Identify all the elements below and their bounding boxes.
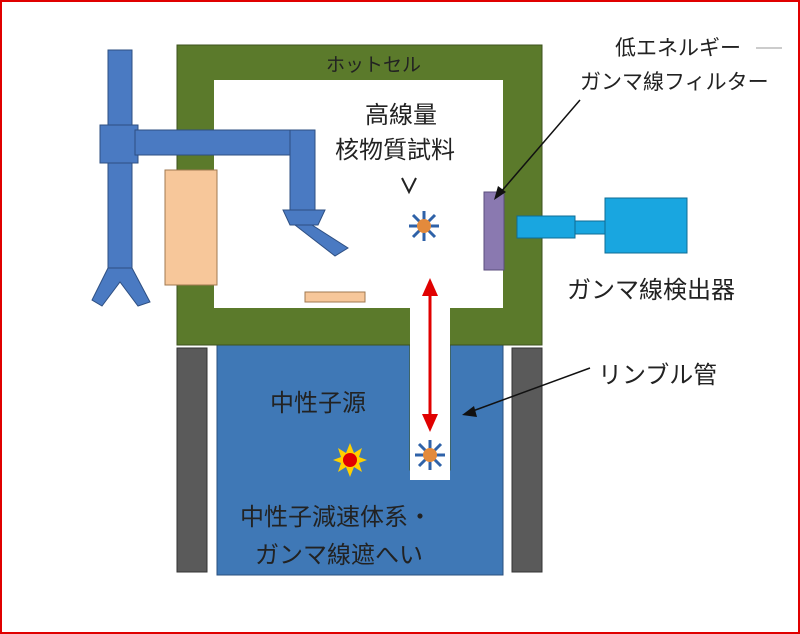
sample-label-line1: 高線量 <box>365 101 437 129</box>
left-pillar <box>176 347 208 573</box>
moderator-label-line2: ガンマ線遮へい <box>255 541 423 569</box>
gamma-detector <box>516 197 688 254</box>
sample-in-cell-icon <box>409 211 439 241</box>
neutron-source-icon <box>333 443 367 477</box>
filter-leader-line <box>494 99 581 200</box>
filter-label-line2: ガンマ線フィルター <box>580 70 769 94</box>
sample-tray <box>304 291 366 303</box>
sample-label-line2: 核物質試料 <box>335 136 455 164</box>
detector-label: ガンマ線検出器 <box>567 276 735 304</box>
shielding-window <box>164 169 218 286</box>
manipulator-arm <box>91 49 349 307</box>
neutron-source-label: 中性子源 <box>270 389 366 417</box>
gamma-filter <box>483 191 505 271</box>
rabbit-tube-leader-line <box>462 367 591 417</box>
moderator-label-line1: 中性子減速体系・ <box>240 503 432 531</box>
hot-cell-label: ホットセル <box>326 54 422 76</box>
right-pillar <box>511 347 543 573</box>
filter-label-line1: 低エネルギー <box>615 36 741 60</box>
rabbit-tube-label: リンブル管 <box>598 361 718 389</box>
sample-in-tube-icon <box>415 440 445 470</box>
transfer-arrow <box>422 278 438 432</box>
sample-pointer-arrow <box>401 177 417 195</box>
